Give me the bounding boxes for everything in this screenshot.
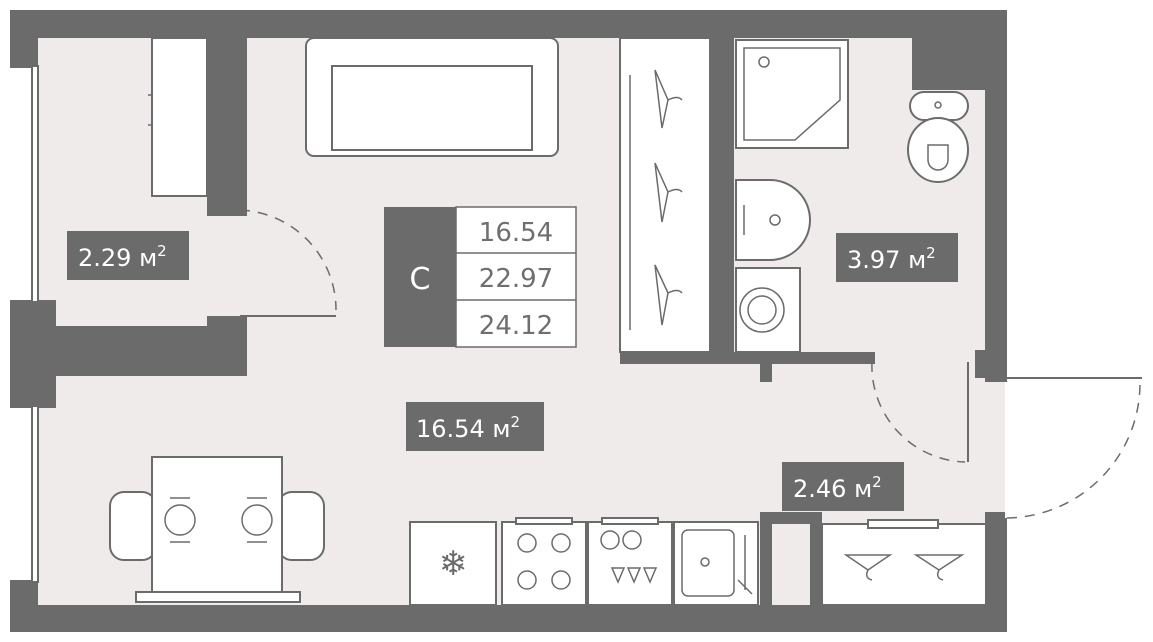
room-area-bathroom-sup: 2 xyxy=(926,244,936,262)
room-area-storage: 2.29 м xyxy=(78,244,157,272)
room-label-living: 16.54 м2 xyxy=(406,402,544,451)
hanger-icon xyxy=(913,554,965,581)
room-area-hall: 2.46 м xyxy=(793,475,872,503)
hanger-icon xyxy=(654,69,683,129)
svg-text:16.54 м2: 16.54 м2 xyxy=(416,413,520,443)
wardrobe xyxy=(619,37,711,353)
hanger-icon xyxy=(654,162,683,223)
area-summary-table: С 16.54 22.97 24.12 xyxy=(384,206,577,348)
plate-icon xyxy=(241,497,273,543)
interior-walls xyxy=(38,38,1005,605)
room-area-living: 16.54 м xyxy=(416,415,510,443)
shower-icon xyxy=(735,39,849,149)
summary-row-2: 22.97 xyxy=(479,264,553,294)
room-area-living-sup: 2 xyxy=(510,413,520,431)
apartment-type-letter: С xyxy=(410,262,431,297)
plate-icon xyxy=(164,497,196,543)
room-label-hall: 2.46 м2 xyxy=(782,462,904,511)
washing-machine-icon xyxy=(735,267,801,353)
left-windows xyxy=(31,65,39,583)
sink-icon xyxy=(681,529,753,597)
room-area-hall-sup: 2 xyxy=(872,473,882,491)
svg-text:3.97 м2: 3.97 м2 xyxy=(847,244,936,274)
burner-icon xyxy=(517,533,571,590)
sofa xyxy=(305,37,559,157)
dining-table xyxy=(109,456,325,603)
bathroom-door xyxy=(871,361,969,463)
svg-text:2.46 м2: 2.46 м2 xyxy=(793,473,882,503)
storage-shelf xyxy=(148,37,208,197)
outer-walls xyxy=(10,10,1007,632)
room-area-storage-sup: 2 xyxy=(157,242,167,260)
svg-text:2.29 м2: 2.29 м2 xyxy=(78,242,167,272)
sink-icon xyxy=(735,179,811,261)
storage-door xyxy=(239,209,337,317)
hall-wardrobe xyxy=(821,519,987,606)
hanger-icon xyxy=(654,264,683,326)
kitchen: ❄ xyxy=(409,517,759,606)
room-area-bathroom: 3.97 м xyxy=(847,246,926,274)
snowflake-icon: ❄ xyxy=(439,544,468,584)
room-label-storage: 2.29 м2 xyxy=(67,231,189,280)
room-label-bathroom: 3.97 м2 xyxy=(836,233,958,282)
hanger-icon xyxy=(843,554,893,581)
summary-row-1: 16.54 xyxy=(479,218,553,248)
entrance-door xyxy=(1004,377,1142,519)
toilet-icon xyxy=(907,91,969,183)
summary-row-3: 24.12 xyxy=(479,311,553,341)
